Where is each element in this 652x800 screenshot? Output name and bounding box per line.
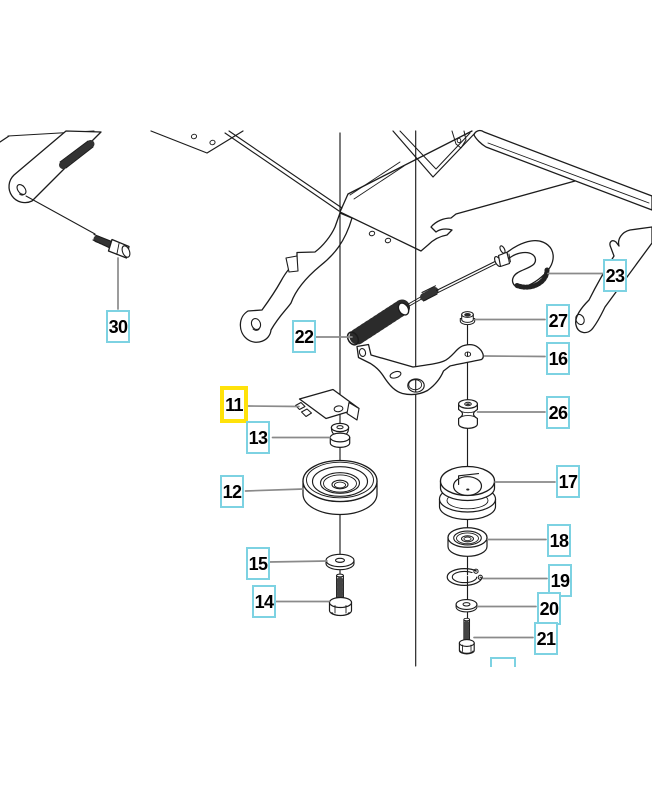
- leader-lines: [117, 257, 604, 639]
- hook-23-drawing: [494, 240, 554, 290]
- callout-23[interactable]: 23: [603, 259, 627, 292]
- spring-22-drawing: [346, 299, 410, 346]
- callout-18[interactable]: 18: [547, 524, 571, 557]
- bracket-16-drawing: [356, 343, 484, 396]
- callout-15[interactable]: 15: [246, 547, 270, 580]
- pulley-12-drawing: [302, 459, 378, 516]
- callout-20[interactable]: 20: [537, 592, 561, 625]
- leader-11: [247, 405, 300, 408]
- callout-17[interactable]: 17: [556, 465, 580, 498]
- callout-27[interactable]: 27: [546, 304, 570, 337]
- spring-rod-drawing: [407, 260, 499, 307]
- bushing-26-drawing: [458, 399, 479, 429]
- callout-16[interactable]: 16: [546, 342, 570, 375]
- bolt-21-drawing: [458, 617, 475, 655]
- callout-partial-cropped: [490, 657, 516, 667]
- washer-15-drawing: [325, 553, 355, 571]
- frame-drawing: [0, 129, 652, 343]
- spacer-13-drawing: [329, 422, 351, 448]
- bolt-14-drawing: [328, 573, 353, 617]
- callout-22[interactable]: 22: [292, 320, 316, 353]
- callout-14[interactable]: 14: [252, 585, 276, 618]
- washer-20-drawing: [455, 599, 478, 613]
- axis-lines: [339, 130, 469, 667]
- callout-13[interactable]: 13: [246, 421, 270, 454]
- pulley-17-drawing: [438, 465, 497, 521]
- callout-11-highlighted[interactable]: 11: [220, 386, 248, 423]
- leader-12: [244, 488, 304, 492]
- callout-26[interactable]: 26: [546, 396, 570, 429]
- nut-27-drawing: [459, 311, 476, 326]
- callout-12[interactable]: 12: [220, 475, 244, 508]
- snap-ring-19-drawing: [446, 566, 488, 586]
- bolt-30-drawing: [92, 233, 131, 259]
- leader-15: [267, 560, 328, 563]
- bearing-18-drawing: [447, 527, 488, 557]
- bracket-11-drawing: [294, 388, 360, 421]
- callout-30[interactable]: 30: [106, 310, 130, 343]
- callout-21[interactable]: 21: [534, 622, 558, 655]
- leader-16: [483, 355, 546, 358]
